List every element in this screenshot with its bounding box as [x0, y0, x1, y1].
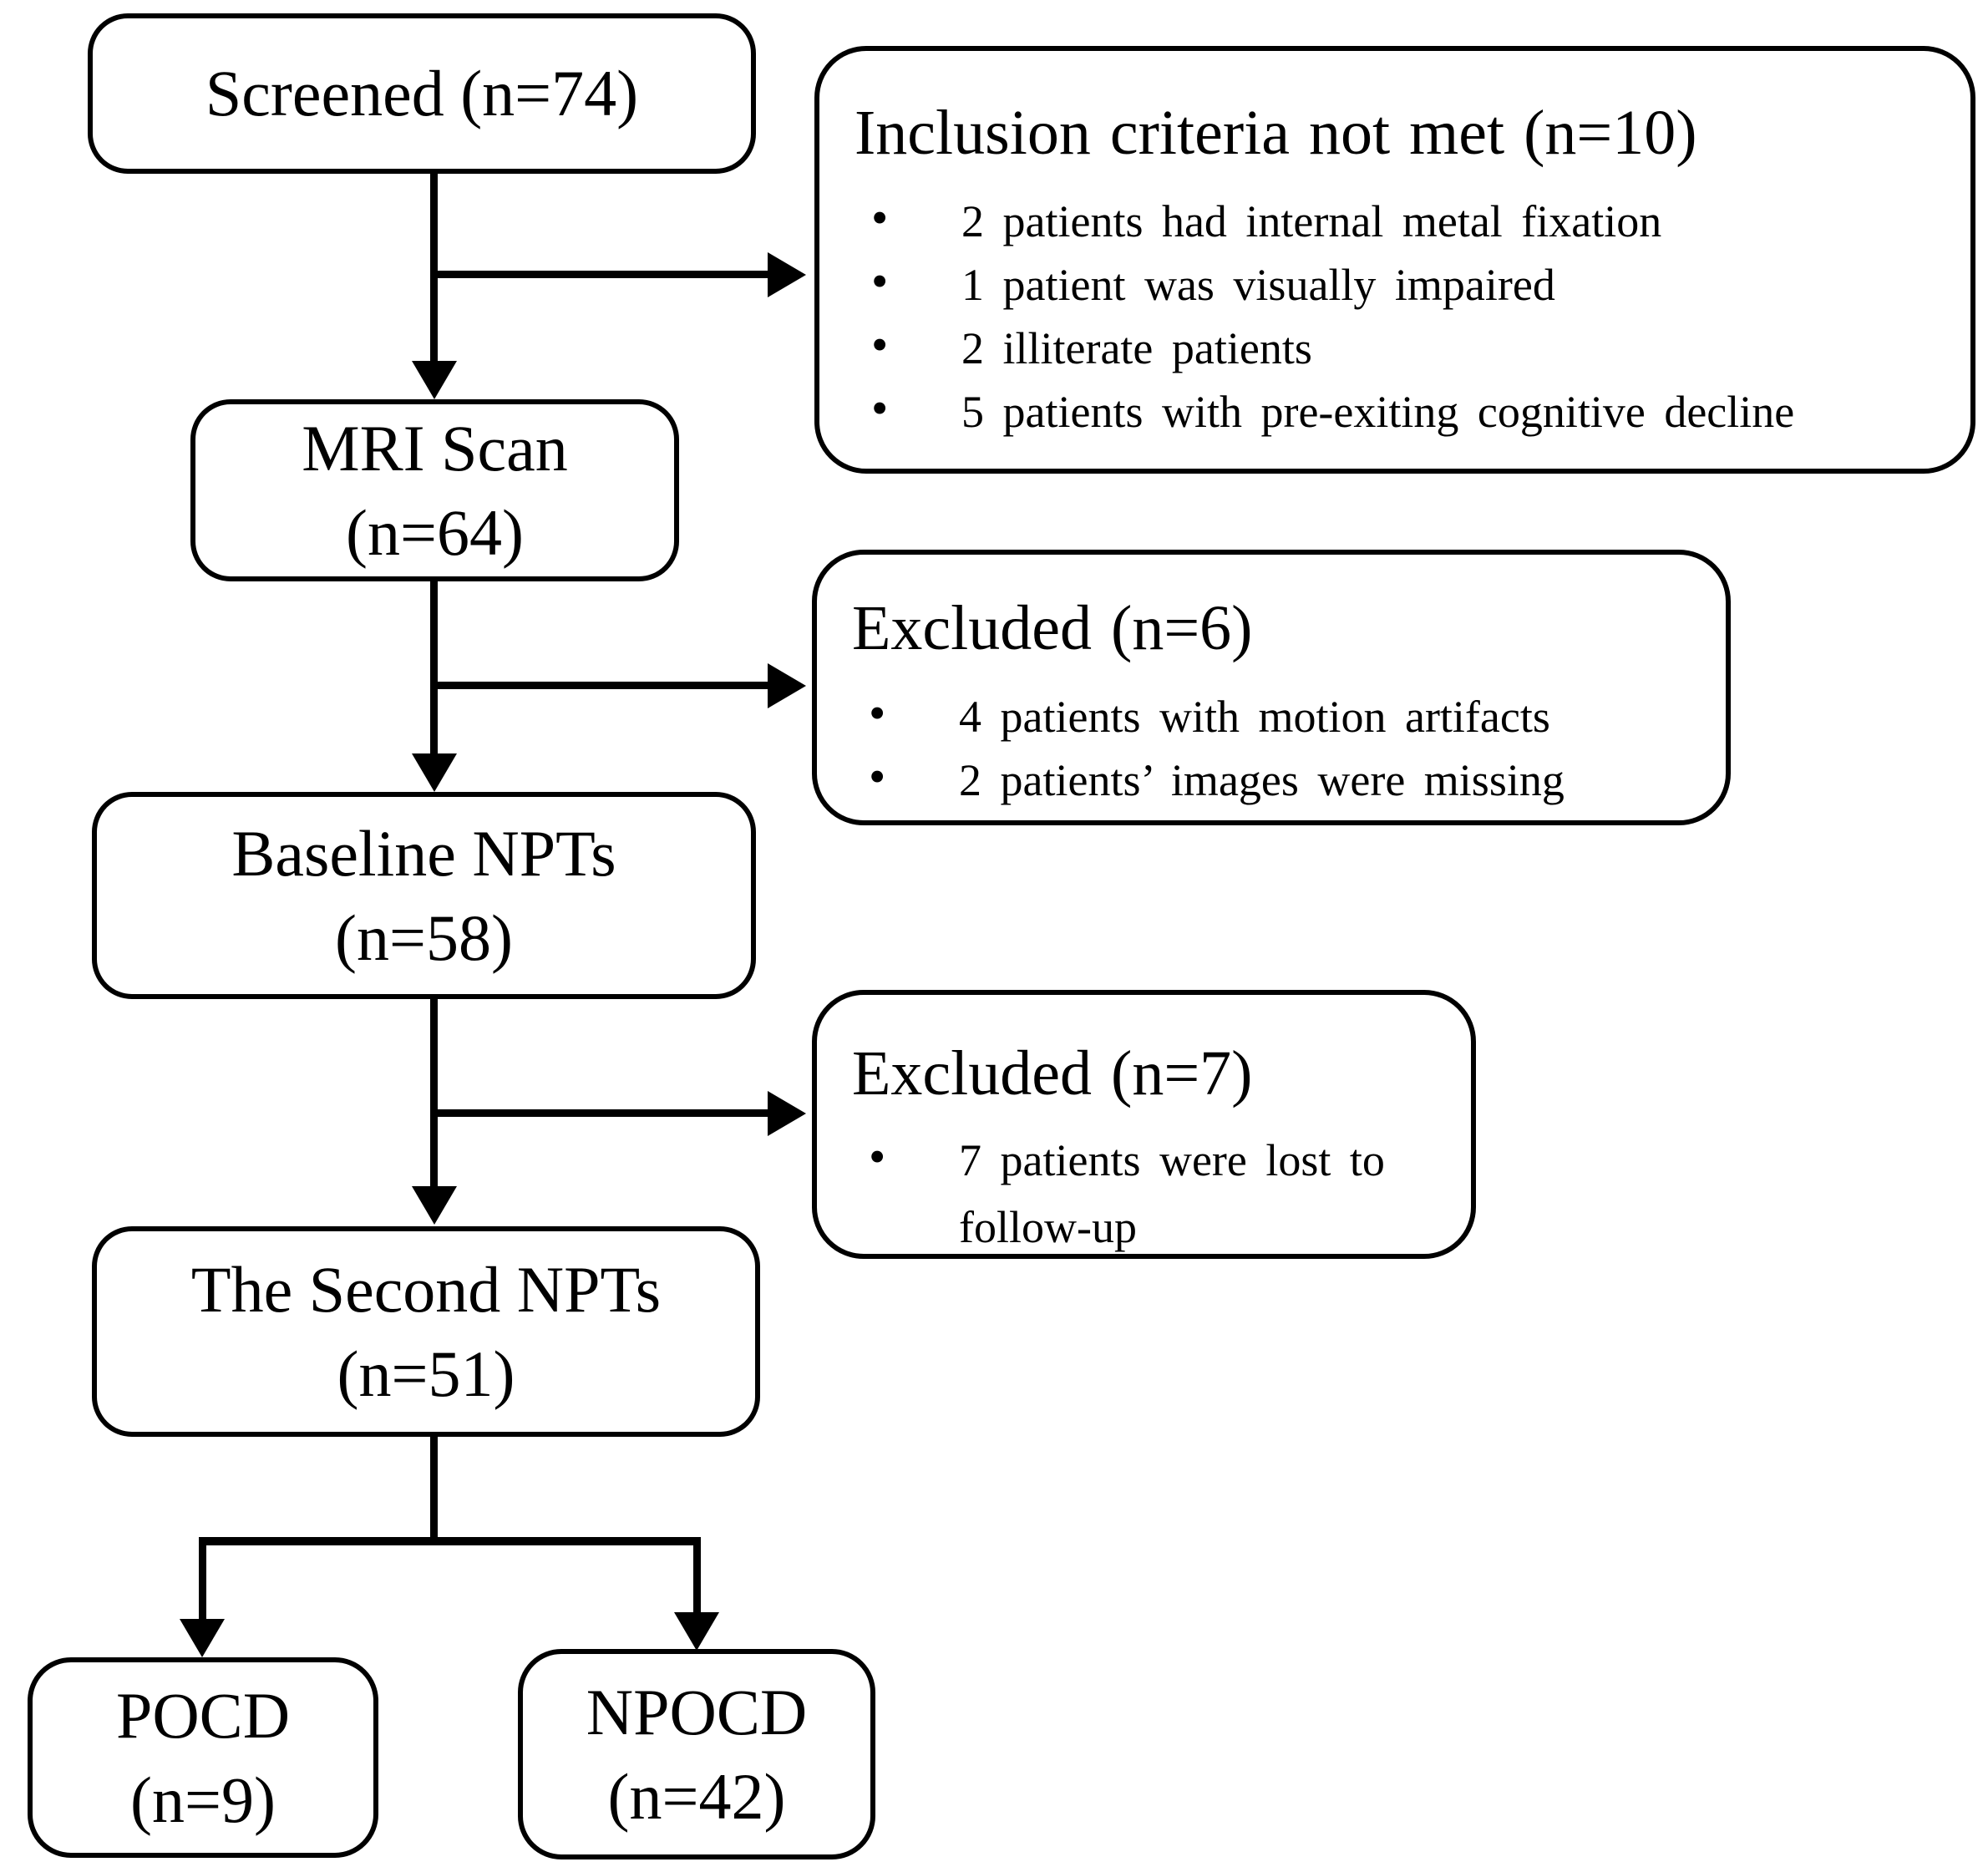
split-line [199, 1537, 700, 1545]
exclusion-title: Inclusion criteria not met (n=10) [855, 98, 1697, 168]
flow-box-mri-scan: MRI Scan (n=64) [190, 399, 679, 581]
box-label: POCD [115, 1678, 291, 1752]
box-label: Baseline NPTs [231, 816, 616, 890]
arrow-down-icon [674, 1612, 719, 1651]
box-label: The Second NPTs [190, 1252, 662, 1326]
exclusion-title: Excluded (n=6) [852, 593, 1253, 663]
box-count: (n=64) [346, 496, 524, 569]
exclusion-bullet-list: 2 patients had internal metal fixation 1… [855, 186, 1933, 444]
arrow-right-icon [768, 1091, 806, 1136]
exclusion-box-excluded-followup: Excluded (n=7) 7 patients were lost to f… [812, 990, 1476, 1259]
bullet-item: 1 patient was visually impaired [855, 250, 1933, 317]
branch-line-inclusion [430, 271, 768, 278]
connector-split-to-npocd [693, 1537, 701, 1614]
connector-split-to-pocd [199, 1537, 206, 1621]
box-count: (n=9) [130, 1763, 276, 1836]
flow-box-screened: Screened (n=74) [88, 13, 756, 174]
branch-line-excluded-followup [430, 1109, 768, 1117]
box-count: (n=42) [607, 1760, 786, 1833]
bullet-item: 2 patients’ images were missing [852, 745, 1692, 812]
box-label: Screened (n=74) [205, 57, 639, 130]
bullet-item: 4 patients with motion artifacts [852, 682, 1692, 748]
flow-box-baseline-npts: Baseline NPTs (n=58) [92, 792, 756, 999]
flow-box-npocd: NPOCD (n=42) [518, 1649, 875, 1859]
box-label: MRI Scan [302, 411, 568, 485]
arrow-right-icon [768, 252, 806, 297]
box-count: (n=51) [337, 1337, 515, 1410]
arrow-down-icon [412, 1186, 457, 1225]
bullet-item: 2 patients had internal metal fixation [855, 186, 1933, 253]
connector-second-to-split [430, 1437, 438, 1544]
box-count: (n=58) [335, 901, 513, 974]
bullet-item: 7 patients were lost to follow-up [852, 1124, 1438, 1261]
exclusion-box-excluded-mri: Excluded (n=6) 4 patients with motion ar… [812, 550, 1731, 825]
bullet-item: 5 patients with pre-exiting cognitive de… [855, 377, 1933, 444]
branch-line-excluded-mri [430, 682, 768, 689]
arrow-right-icon [768, 663, 806, 708]
connector-mri-to-baseline [430, 581, 438, 753]
exclusion-title: Excluded (n=7) [852, 1038, 1253, 1109]
exclusion-bullet-list: 7 patients were lost to follow-up [852, 1124, 1438, 1261]
connector-screened-to-mri [430, 174, 438, 361]
exclusion-bullet-list: 4 patients with motion artifacts 2 patie… [852, 682, 1692, 812]
box-label: NPOCD [586, 1675, 808, 1748]
arrow-down-icon [180, 1619, 225, 1657]
bullet-item: 2 illiterate patients [855, 313, 1933, 380]
arrow-down-icon [412, 361, 457, 399]
flow-box-pocd: POCD (n=9) [28, 1657, 378, 1858]
connector-baseline-to-second [430, 999, 438, 1186]
arrow-down-icon [412, 753, 457, 792]
flow-box-second-npts: The Second NPTs (n=51) [92, 1226, 760, 1437]
exclusion-box-inclusion-criteria: Inclusion criteria not met (n=10) 2 pati… [814, 46, 1975, 474]
